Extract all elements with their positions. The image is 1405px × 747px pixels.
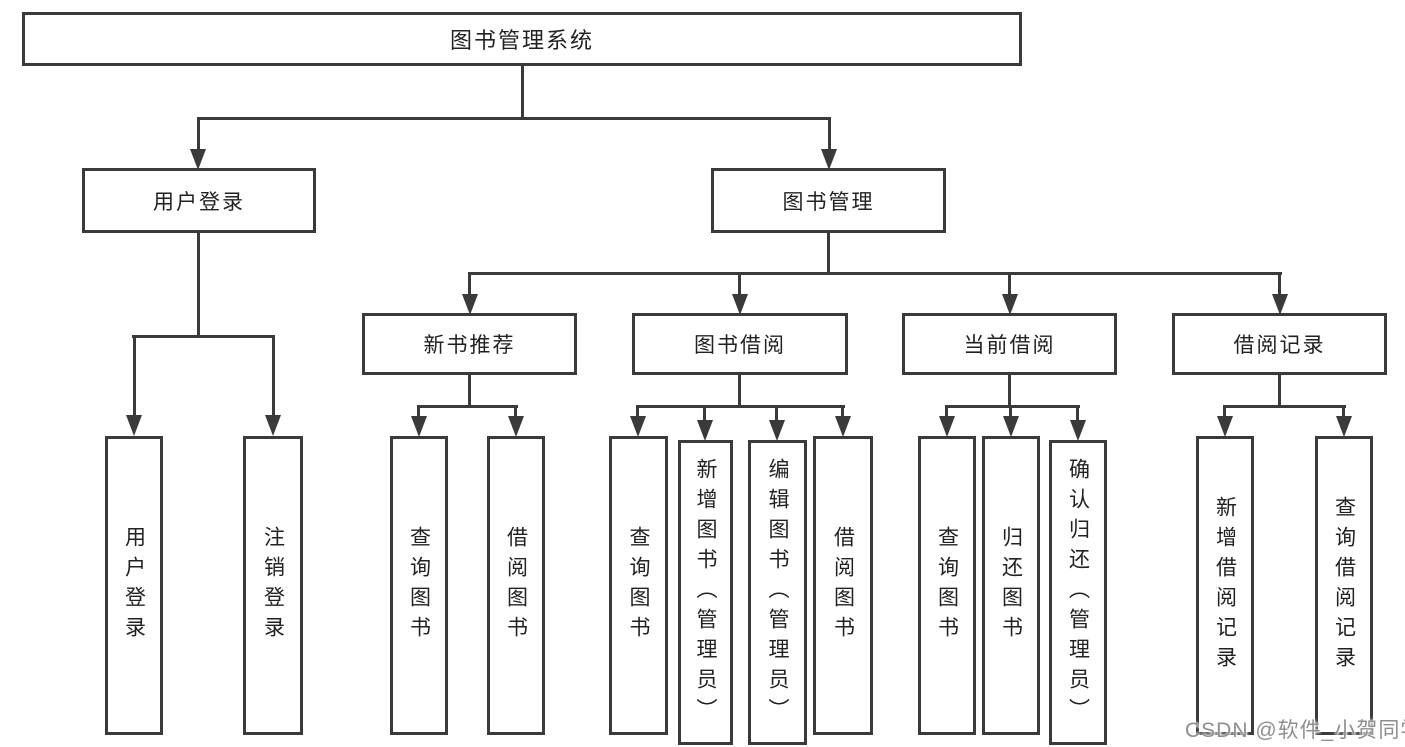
arrow-down-icon: [821, 149, 837, 170]
connector-line: [514, 405, 517, 418]
node-book-management: 图书管理: [711, 168, 946, 233]
connector-line: [1008, 272, 1011, 296]
connector-line: [1278, 272, 1281, 296]
arrow-down-icon: [462, 294, 478, 315]
arrow-down-icon: [126, 415, 142, 436]
connector-line: [468, 374, 471, 408]
leaf-query-books-borrow: 查询图书: [609, 436, 668, 735]
node-book-borrowing: 图书借阅: [632, 313, 848, 375]
arrow-down-icon: [1002, 294, 1018, 315]
connector-line: [417, 405, 518, 408]
node-new-book-recommend: 新书推荐: [362, 313, 577, 375]
node-label: 用户登录: [153, 190, 245, 214]
leaf-label: 注销登录: [261, 525, 285, 646]
arrow-down-icon: [697, 420, 713, 441]
connector-line: [945, 405, 1080, 408]
leaf-borrow-books: 借阅图书: [813, 436, 873, 735]
connector-line: [1342, 405, 1345, 418]
arrow-down-icon: [265, 415, 281, 436]
leaf-query-books-current: 查询图书: [918, 436, 976, 735]
connector-line: [636, 405, 639, 418]
arrow-down-icon: [411, 416, 427, 437]
leaf-label: 新增借阅记录: [1213, 495, 1237, 676]
arrow-down-icon: [508, 416, 524, 437]
leaf-label: 编辑图书（管理员）: [766, 457, 789, 728]
leaf-label: 查询图书: [407, 525, 431, 646]
arrow-down-icon: [1272, 294, 1288, 315]
leaf-user-login: 用户登录: [105, 436, 163, 735]
arrow-down-icon: [769, 420, 785, 441]
arrow-down-icon: [1336, 416, 1352, 437]
arrow-down-icon: [1003, 416, 1019, 437]
node-user-login: 用户登录: [82, 168, 316, 233]
leaf-query-borrow-record: 查询借阅记录: [1315, 436, 1373, 735]
connector-line: [272, 335, 275, 416]
connector-line: [703, 405, 706, 422]
connector-line: [417, 405, 420, 418]
node-borrowing-records: 借阅记录: [1172, 313, 1387, 375]
arrow-down-icon: [835, 416, 851, 437]
connector-line: [738, 374, 741, 408]
node-label: 借阅记录: [1233, 334, 1326, 357]
leaf-add-borrow-record: 新增借阅记录: [1196, 436, 1254, 735]
connector-line: [636, 405, 845, 408]
connector-line: [132, 335, 275, 338]
connector-line: [945, 405, 948, 418]
leaf-label: 查询图书: [627, 525, 650, 646]
node-label: 新书推荐: [423, 334, 516, 357]
leaf-borrow-books-recommend: 借阅图书: [487, 436, 545, 735]
arrow-down-icon: [190, 149, 206, 170]
node-current-borrowing: 当前借阅: [902, 313, 1117, 375]
csdn-watermark: CSDN @软件_小贺同学: [1185, 719, 1405, 742]
leaf-label: 借阅图书: [504, 525, 528, 646]
node-label: 图书管理: [782, 190, 875, 214]
connector-line: [468, 272, 471, 296]
leaf-label: 归还图书: [999, 525, 1023, 646]
node-label: 图书管理系统: [449, 28, 594, 53]
leaf-label: 借阅图书: [831, 525, 855, 646]
connector-line: [521, 66, 524, 119]
connector-line: [1223, 405, 1346, 408]
connector-line: [827, 232, 830, 274]
connector-line: [775, 405, 778, 422]
connector-line: [1223, 405, 1226, 418]
leaf-logout: 注销登录: [243, 436, 303, 735]
leaf-label: 新增图书（管理员）: [694, 457, 717, 728]
arrow-down-icon: [1217, 416, 1233, 437]
arrow-down-icon: [732, 294, 748, 315]
node-label: 当前借阅: [963, 334, 1056, 357]
connector-line: [468, 272, 1282, 275]
connector-line: [1009, 405, 1012, 418]
leaf-label: 查询借阅记录: [1332, 495, 1356, 676]
leaf-label: 查询图书: [935, 525, 959, 646]
connector-line: [1076, 405, 1079, 422]
arrow-down-icon: [939, 416, 955, 437]
connector-line: [197, 232, 200, 337]
connector-line: [133, 335, 136, 416]
leaf-query-books-recommend: 查询图书: [390, 436, 448, 735]
node-label: 图书借阅: [694, 334, 786, 357]
node-library-management-system: 图书管理系统: [22, 12, 1022, 66]
arrow-down-icon: [630, 416, 646, 437]
connector-line: [197, 117, 831, 120]
leaf-label: 用户登录: [122, 525, 146, 646]
leaf-confirm-return-admin: 确认归还（管理员）: [1049, 440, 1107, 745]
leaf-return-books: 归还图书: [982, 436, 1040, 735]
leaf-label: 确认归还（管理员）: [1066, 457, 1090, 728]
connector-line: [197, 117, 200, 150]
arrow-down-icon: [1070, 420, 1086, 441]
connector-line: [1278, 374, 1281, 408]
connector-line: [841, 405, 844, 418]
leaf-edit-books-admin: 编辑图书（管理员）: [748, 440, 807, 745]
leaf-add-books-admin: 新增图书（管理员）: [678, 440, 733, 745]
connector-line: [1008, 374, 1011, 408]
connector-line: [738, 272, 741, 296]
connector-line: [828, 117, 831, 150]
